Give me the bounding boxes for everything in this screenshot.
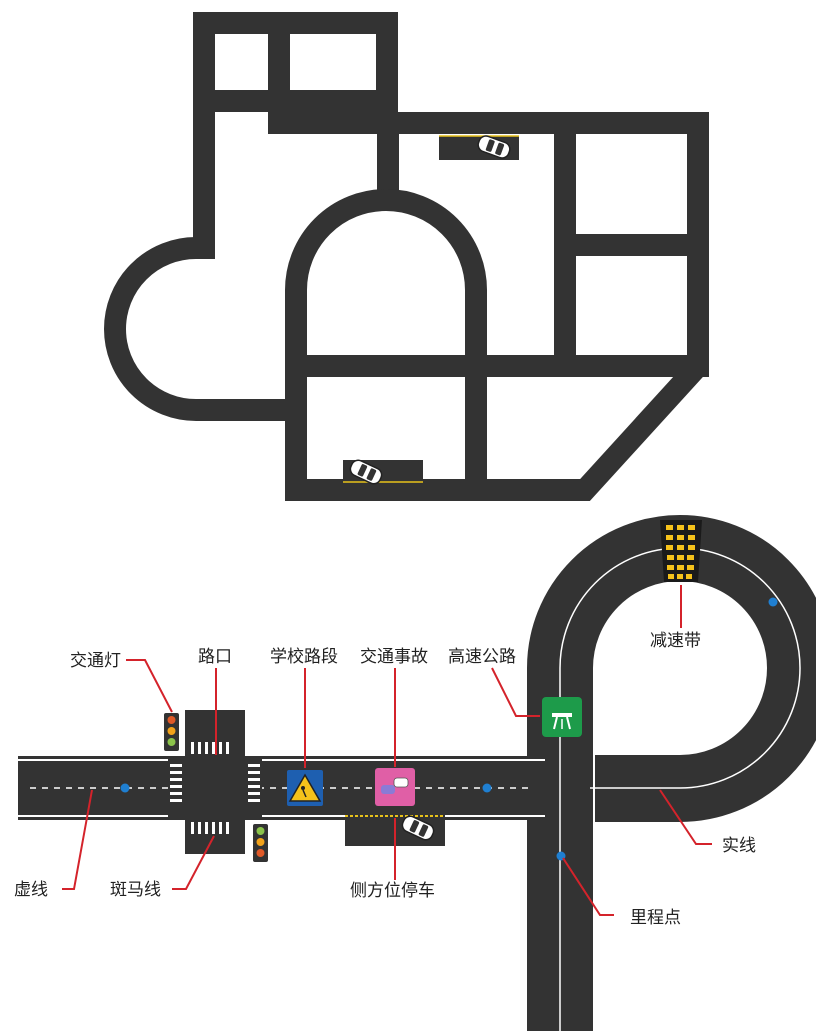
label-crosswalk: 斑马线	[110, 880, 161, 900]
dome-road	[285, 189, 487, 501]
traffic-light-icon	[253, 824, 268, 862]
label-solid-line: 实线	[722, 836, 756, 856]
speed-bump	[660, 520, 702, 582]
label-dashed-line: 虚线	[14, 880, 48, 900]
label-milestone: 里程点	[630, 908, 681, 928]
label-accident: 交通事故	[360, 647, 428, 667]
left-lobe-road	[104, 237, 307, 421]
track-map	[104, 12, 709, 501]
solid-line	[590, 667, 801, 789]
school-zone-sign-icon	[287, 770, 323, 806]
label-intersection: 路口	[198, 647, 232, 667]
leader-lines	[62, 585, 712, 916]
milestone-dot	[482, 783, 492, 793]
label-speed-bump: 减速带	[650, 631, 701, 651]
label-highway: 高速公路	[448, 647, 516, 667]
traffic-accident-sign-icon	[375, 768, 415, 806]
milestone-dot	[120, 783, 130, 793]
label-school-zone: 学校路段	[270, 647, 338, 667]
right-outer-road	[285, 112, 709, 501]
top-left-loop	[193, 12, 398, 112]
milestone-dot	[768, 597, 778, 607]
traffic-light-icon	[164, 713, 179, 751]
road-elements-diagram: 交通灯 路口 学校路段 交通事故 高速公路 减速带 虚线 斑马线 侧方位停车 实…	[14, 513, 816, 1031]
label-traffic-light: 交通灯	[70, 651, 121, 671]
highway-sign-icon	[542, 697, 582, 737]
label-parallel-parking: 侧方位停车	[350, 881, 435, 901]
crosswalk	[170, 742, 260, 834]
